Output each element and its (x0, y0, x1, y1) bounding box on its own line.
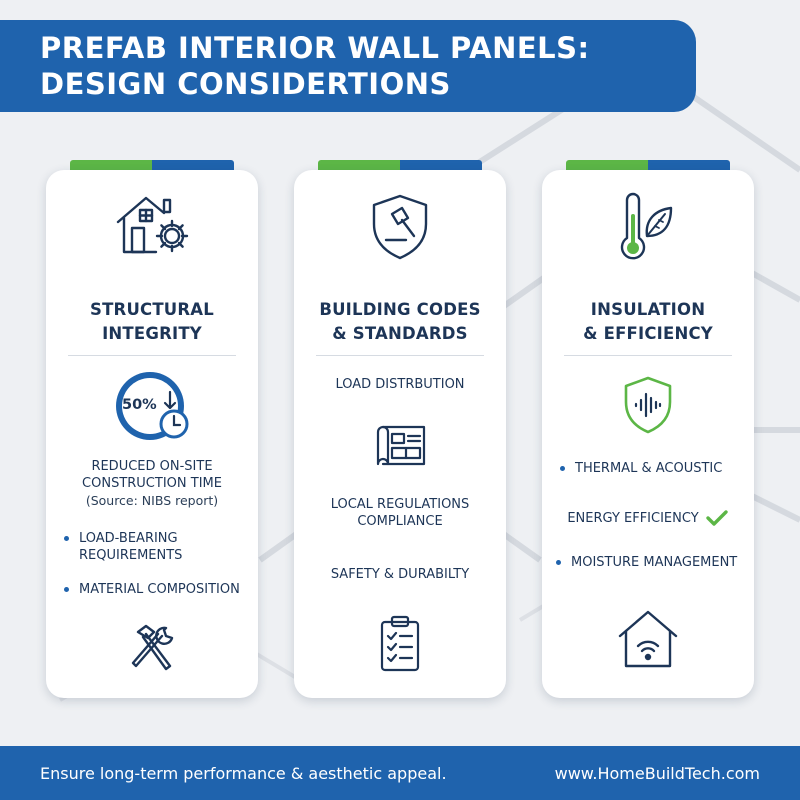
shield-soundwave-icon (542, 374, 754, 436)
card-tab (318, 160, 482, 170)
blueprint-icon (294, 424, 506, 472)
title-line-2: DESIGN CONSIDERTIONS (40, 67, 451, 101)
stat-value: 50% (122, 397, 157, 413)
card-divider (316, 355, 484, 356)
list-item: MOISTURE MANAGEMENT (556, 554, 752, 571)
stat-source: (Source: NIBS report) (85, 493, 219, 508)
list-item: LOAD DISTRBUTION (335, 377, 465, 392)
house-gear-icon (46, 190, 258, 258)
list-item: MATERIAL COMPOSITION (64, 581, 254, 598)
card-tab (566, 160, 730, 170)
card-divider (68, 355, 236, 356)
checkmark-icon (705, 510, 728, 526)
title-line-1: PREFAB INTERIOR WALL PANELS: (40, 31, 590, 65)
smart-home-wifi-icon (542, 608, 754, 670)
clock-down-arrow-icon (116, 372, 189, 440)
card-building-codes: BUILDING CODES & STANDARDS LOAD DISTRBUT… (294, 160, 506, 698)
page-title: PREFAB INTERIOR WALL PANELS: DESIGN CONS… (40, 30, 590, 102)
footer-url-link[interactable]: www.HomeBuildTech.com (554, 763, 760, 783)
list-item: THERMAL & ACOUSTIC (560, 460, 750, 477)
card-divider (564, 355, 732, 356)
card-tab (70, 160, 234, 170)
card-heading: STRUCTURAL INTEGRITY (90, 300, 214, 343)
card-heading: INSULATION & EFFICIENCY (583, 300, 713, 343)
clipboard-checklist-icon (294, 614, 506, 674)
list-item: ENERGY EFFICIENCY (542, 508, 754, 528)
stat-badge: 50% (46, 370, 258, 442)
title-banner: PREFAB INTERIOR WALL PANELS: DESIGN CONS… (0, 20, 696, 112)
hammer-wrench-icon (46, 622, 258, 674)
list-item: LOAD-BEARING REQUIREMENTS (64, 530, 254, 564)
list-item: SAFETY & DURABILTY (330, 567, 470, 582)
thermometer-leaf-icon (542, 192, 754, 266)
shield-gavel-icon (294, 192, 506, 262)
stat-label: REDUCED ON-SITE CONSTRUCTION TIME (Sourc… (46, 458, 258, 509)
footer: Ensure long-term performance & aesthetic… (0, 746, 800, 800)
card-heading: BUILDING CODES & STANDARDS (319, 300, 481, 343)
card-structural-integrity: STRUCTURAL INTEGRITY 50% REDUCED ON-SITE… (46, 160, 258, 698)
card-insulation-efficiency: INSULATION & EFFICIENCY THERMAL & ACOUST… (542, 160, 754, 698)
footer-tagline: Ensure long-term performance & aesthetic… (40, 763, 447, 783)
list-item: LOCAL REGULATIONS COMPLIANCE (330, 497, 470, 529)
